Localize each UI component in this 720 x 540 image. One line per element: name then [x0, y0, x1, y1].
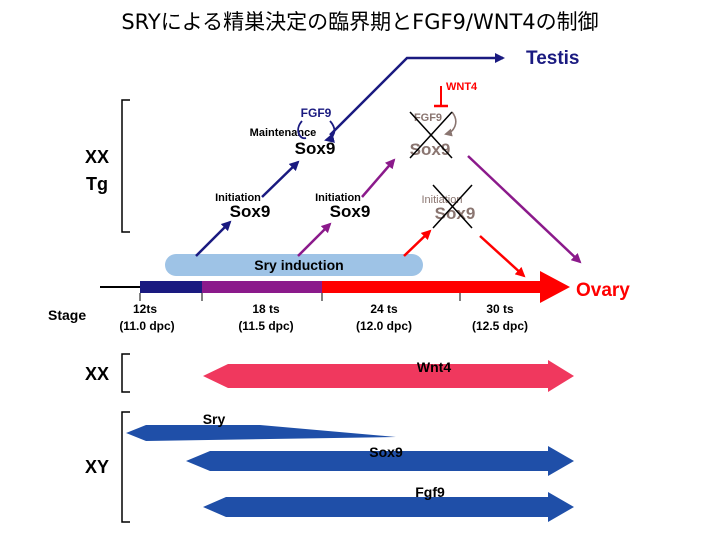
wnt4-inhibitor-label: WNT4 — [446, 81, 478, 93]
cross-mark-top — [409, 111, 453, 159]
fgf9-crossed-label: FGF9 — [414, 112, 442, 124]
initiation-crossed-label: Initiation — [422, 194, 463, 206]
wnt4-expression-label: Wnt4 — [417, 359, 451, 375]
fgf9-loop-arrow-right — [324, 120, 336, 143]
navy-arrow-to-testis — [329, 53, 505, 136]
stage-ts-2: 24 ts — [370, 302, 398, 316]
xy-bracket — [121, 411, 130, 523]
ovary-label: Ovary — [576, 280, 630, 301]
page-title: SRYによる精巣決定の臨界期とFGF9/WNT4の制御 — [121, 10, 599, 34]
sox9-expression-band — [186, 446, 574, 476]
stage-label: Stage — [48, 307, 86, 323]
stage-ts-3: 30 ts — [486, 302, 514, 316]
stage-ts-0: 12ts — [133, 302, 157, 316]
fgf9-loop-arrow — [297, 120, 307, 140]
fgf9-expression-band — [203, 492, 574, 522]
stage-dpc-3: (12.5 dpc) — [472, 319, 528, 333]
stage-dpc-2: (12.0 dpc) — [356, 319, 412, 333]
initiation-label-1: Initiation — [215, 192, 261, 204]
navy-arrow-middle — [261, 160, 300, 198]
sry-expression-label: Sry — [203, 411, 226, 427]
xx-label: XX — [85, 364, 109, 384]
red-arrow-to-ovary — [479, 235, 526, 278]
navy-arrow-lower — [195, 220, 232, 257]
xx-tg-bracket — [121, 99, 130, 233]
cross-mark-low — [432, 184, 473, 229]
testis-label: Testis — [526, 48, 580, 69]
timeline-red-segment — [322, 281, 540, 293]
sox9-crossed-low-label: Sox9 — [435, 204, 476, 223]
timeline-purple-segment — [202, 281, 322, 293]
timeline-navy-segment — [140, 281, 202, 293]
xx-tg-label-xx: XX — [85, 147, 109, 167]
wnt4-expression-band — [203, 360, 574, 392]
stage-dpc-0: (11.0 dpc) — [119, 319, 174, 333]
stage-ts-1: 18 ts — [252, 302, 280, 316]
purple-arrow-lower — [297, 222, 332, 257]
sox9-label-1: Sox9 — [230, 202, 271, 221]
sry-induction-pill — [165, 254, 423, 276]
maintenance-label: Maintenance — [250, 127, 317, 139]
initiation-label-2: Initiation — [315, 192, 361, 204]
timeline-arrowhead — [540, 271, 570, 303]
sox9-expression-label: Sox9 — [369, 444, 403, 460]
purple-arrow-middle — [361, 158, 396, 198]
purple-arrow-to-ovary — [467, 155, 582, 264]
fgf9-top-label: FGF9 — [301, 106, 332, 120]
fgf9-expression-label: Fgf9 — [415, 484, 445, 500]
sox9-label-2: Sox9 — [330, 202, 371, 221]
xx-bracket — [121, 353, 130, 393]
xy-label: XY — [85, 457, 109, 477]
red-arrow-lower — [403, 229, 432, 257]
fgf9-crossed-loop — [444, 111, 457, 137]
xx-tg-label-tg: Tg — [86, 174, 108, 194]
sry-expression-band — [126, 425, 396, 441]
sox9-maint-label: Sox9 — [295, 139, 336, 158]
stage-dpc-1: (11.5 dpc) — [238, 319, 293, 333]
sry-induction-label: Sry induction — [254, 257, 343, 273]
